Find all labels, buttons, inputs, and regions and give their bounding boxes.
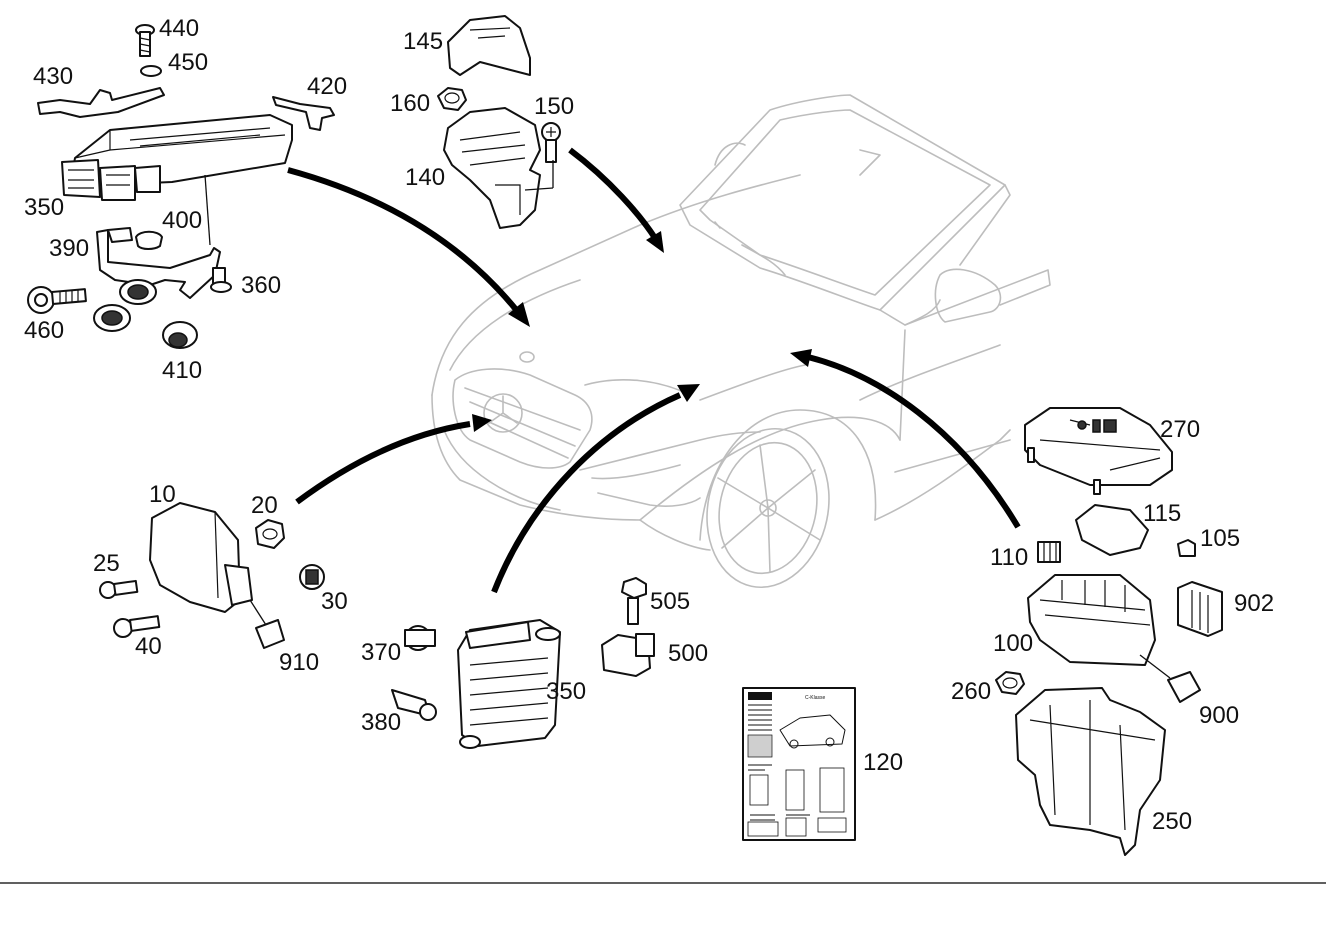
sleeve-clips-icon bbox=[93, 279, 198, 349]
screw-440-icon bbox=[135, 24, 155, 57]
tag-910-icon bbox=[255, 619, 285, 649]
callout-360: 360 bbox=[241, 272, 281, 299]
arrow-module-to-car bbox=[491, 392, 682, 594]
radar-sensor-group bbox=[99, 502, 325, 649]
callout-505: 505 bbox=[650, 588, 690, 615]
callout-350-top: 350 bbox=[24, 194, 64, 221]
sensor-10-icon bbox=[149, 502, 253, 613]
callout-440: 440 bbox=[159, 15, 199, 42]
bolt-40-icon bbox=[113, 615, 161, 638]
connector-902-icon bbox=[1177, 581, 1223, 637]
nut-20-icon bbox=[255, 519, 285, 549]
arrow-sensor-to-grille bbox=[295, 421, 471, 505]
bolt-25-icon bbox=[99, 579, 139, 599]
callout-145: 145 bbox=[403, 28, 443, 55]
callout-40: 40 bbox=[135, 633, 162, 660]
callout-115: 115 bbox=[1143, 500, 1181, 527]
bolt-460-icon bbox=[27, 286, 87, 314]
callout-30: 30 bbox=[321, 588, 348, 615]
callout-902: 902 bbox=[1234, 590, 1274, 617]
callout-20: 20 bbox=[251, 492, 278, 519]
callout-25: 25 bbox=[93, 550, 120, 577]
callout-500: 500 bbox=[668, 640, 708, 667]
callout-10: 10 bbox=[149, 481, 176, 508]
callout-150: 150 bbox=[534, 93, 574, 120]
callout-380: 380 bbox=[361, 709, 401, 736]
callout-140: 140 bbox=[405, 164, 445, 191]
connector-370-icon bbox=[404, 625, 436, 651]
module-350-icon bbox=[457, 619, 561, 749]
washer-450-icon bbox=[140, 65, 162, 77]
callout-410: 410 bbox=[162, 357, 202, 384]
fuse-box-100-icon bbox=[1027, 574, 1156, 666]
callout-430: 430 bbox=[33, 63, 73, 90]
callout-350-bottom: 350 bbox=[546, 678, 586, 705]
callout-460: 460 bbox=[24, 317, 64, 344]
clip-30-icon bbox=[299, 564, 325, 590]
callout-390: 390 bbox=[49, 235, 89, 262]
callout-270: 270 bbox=[1160, 416, 1200, 443]
bracket-430-icon bbox=[37, 87, 165, 118]
engine-module-group bbox=[391, 577, 655, 749]
bracket-420-icon bbox=[272, 96, 335, 131]
callout-910: 910 bbox=[279, 649, 319, 676]
arrow-ecu-to-car bbox=[287, 167, 521, 314]
callout-900: 900 bbox=[1199, 702, 1239, 729]
callout-370: 370 bbox=[361, 639, 401, 666]
relay-110-icon bbox=[1037, 541, 1061, 563]
fuse-box-group bbox=[995, 407, 1223, 856]
callout-160: 160 bbox=[390, 90, 430, 117]
cover-270-icon bbox=[1024, 407, 1173, 495]
tag-900-icon bbox=[1167, 671, 1201, 703]
sensor-500-icon bbox=[601, 633, 655, 677]
callout-450: 450 bbox=[168, 49, 208, 76]
sheet-model-text: C-Klasse bbox=[805, 695, 826, 701]
callout-400: 400 bbox=[162, 207, 202, 234]
bolt-505-icon bbox=[621, 577, 647, 625]
screw-150-icon bbox=[541, 122, 561, 163]
assembly-arrows bbox=[287, 147, 1021, 594]
bolt-360-icon bbox=[210, 267, 232, 293]
cover-145-icon bbox=[447, 15, 531, 76]
nut-160-icon bbox=[437, 87, 467, 111]
grommet-400-icon bbox=[135, 230, 163, 250]
fuse-105-icon bbox=[1177, 539, 1196, 557]
sam-module-group bbox=[437, 15, 561, 229]
ecu-350-icon bbox=[61, 114, 293, 201]
module-140-icon bbox=[443, 107, 541, 229]
nut-260-icon bbox=[995, 671, 1025, 695]
callout-250: 250 bbox=[1152, 808, 1192, 835]
callout-120: 120 bbox=[863, 749, 903, 776]
housing-250-icon bbox=[1015, 687, 1166, 856]
callout-105: 105 bbox=[1200, 525, 1240, 552]
callout-260: 260 bbox=[951, 678, 991, 705]
callout-110: 110 bbox=[990, 544, 1028, 571]
callout-100: 100 bbox=[993, 630, 1033, 657]
control-unit-group-top-left bbox=[27, 24, 335, 349]
callout-labels: 440 450 430 420 350 400 390 360 460 410 … bbox=[24, 15, 1274, 835]
arrow-fusebox-to-car bbox=[807, 354, 1021, 529]
relay-carrier-115-icon bbox=[1075, 504, 1149, 556]
info-sheet-120: C-Klasse bbox=[742, 687, 856, 841]
arrow-sam-to-car bbox=[568, 147, 658, 240]
callout-420: 420 bbox=[307, 73, 347, 100]
connector-380-icon bbox=[391, 689, 437, 721]
